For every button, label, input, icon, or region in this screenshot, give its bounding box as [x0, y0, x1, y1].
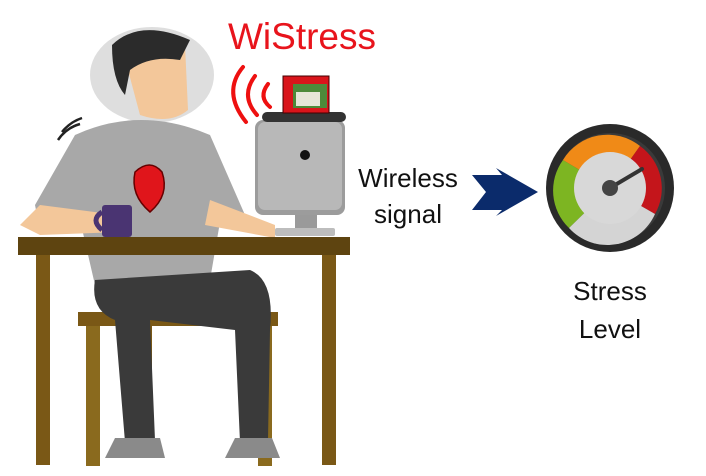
monitor — [255, 120, 345, 236]
wireless-signal-line2: signal — [374, 199, 442, 229]
wistress-device — [262, 75, 346, 122]
stress-level-label: Stress Level — [558, 272, 662, 348]
wireless-waves-icon — [231, 65, 272, 124]
wireless-signal-label: Wireless signal — [346, 160, 470, 232]
arrow-right-icon — [472, 168, 538, 216]
desk — [18, 237, 350, 465]
stress-level-line2: Level — [578, 314, 642, 344]
stress-level-line1: Stress — [573, 276, 647, 306]
stress-gauge-icon — [546, 124, 674, 252]
wireless-signal-line1: Wireless — [358, 163, 458, 193]
mug — [93, 205, 132, 237]
wistress-title: WiStress — [228, 16, 376, 57]
